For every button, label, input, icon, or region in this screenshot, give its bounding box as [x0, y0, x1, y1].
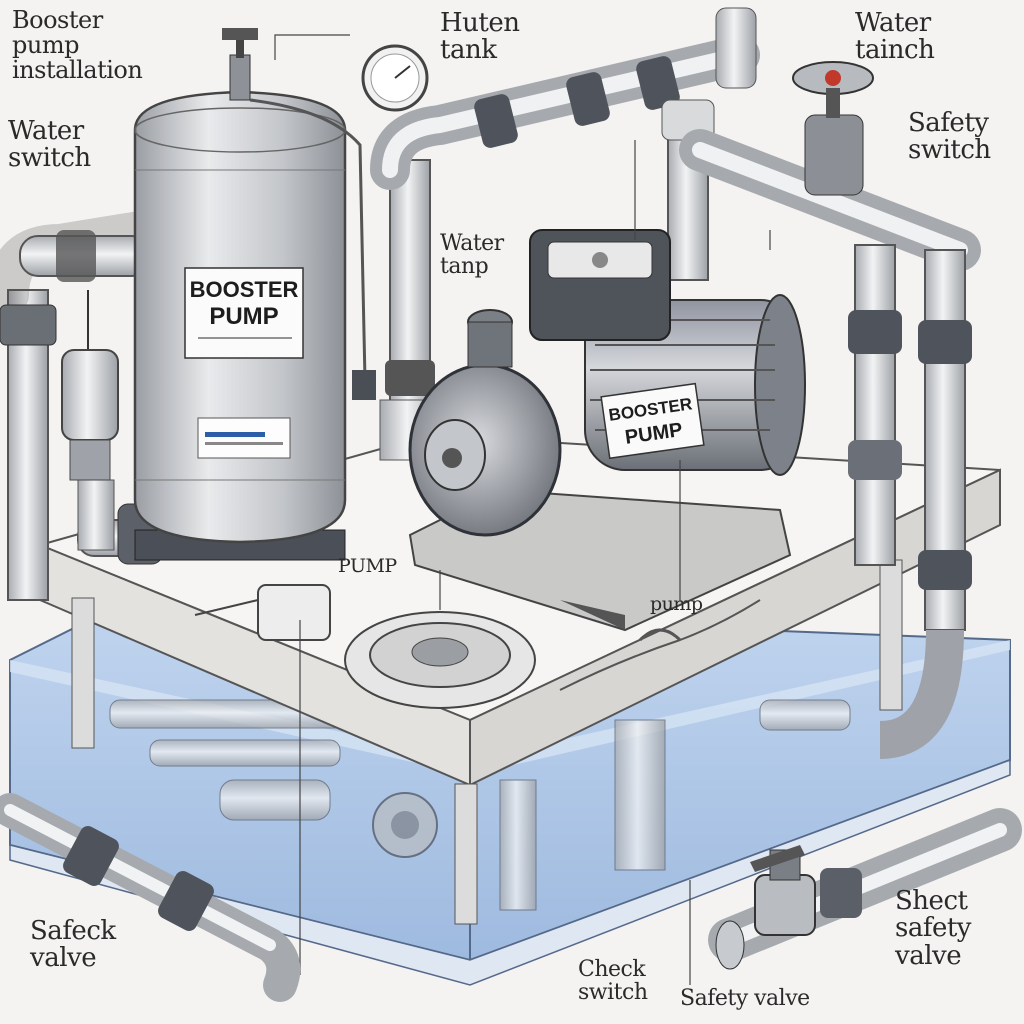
label-booster-pump-installation: Booster pump installation	[12, 6, 143, 85]
pressure-gauge-icon	[361, 44, 429, 112]
label-water-switch-left: Water switch	[8, 116, 91, 174]
right-pipe-assembly	[661, 61, 981, 759]
label-water-tanp: Water tanp	[440, 231, 504, 280]
pressure-switch	[61, 290, 119, 481]
label-water-tainch: Water tainch	[855, 8, 935, 66]
tank-decal-line1: BOOSTER	[190, 277, 299, 302]
label-safety-valve-bottom: Safety valve	[680, 986, 810, 1011]
leader-lines	[274, 34, 771, 985]
top-pipe-run	[370, 7, 760, 461]
safety-valve-bottom-right	[708, 808, 1022, 970]
label-pump-small-right: pump	[650, 593, 703, 615]
label-safety-switch: Safety switch	[908, 108, 991, 166]
label-futen-tank: Hutеn tank	[440, 8, 520, 66]
label-safeck-valve: Safeck valve	[30, 916, 116, 974]
pressure-tank: BOOSTER PUMP	[133, 28, 376, 561]
label-check-switch: Check switch	[578, 957, 648, 1006]
label-shect-safety-valve: Shect safety valve	[895, 886, 972, 971]
loose-pipe-bottom-left	[0, 793, 301, 1002]
booster-pump: BOOSTER PUMP	[408, 229, 806, 632]
left-pipe	[0, 211, 199, 601]
label-pump-small: PUMP	[338, 555, 397, 577]
platform-components	[194, 584, 761, 709]
tank-decal-line2: PUMP	[209, 303, 278, 330]
